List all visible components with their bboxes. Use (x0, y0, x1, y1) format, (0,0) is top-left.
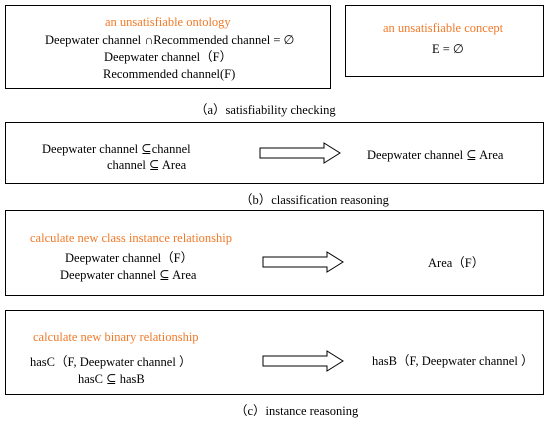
caption-satisfiability-checking: （a）satisfiability checking (195, 103, 336, 117)
ontology-assertion-deepwater: Deepwater channel（F） (104, 50, 233, 64)
ontology-title: an unsatisfiable ontology (105, 15, 231, 29)
caption-instance-reasoning: （c）instance reasoning (235, 404, 359, 418)
classification-conclusion: Deepwater channel ⊆ Area (367, 148, 504, 162)
unsatisfiable-concept-box (345, 5, 544, 77)
unsatisfiable-ontology-box (5, 5, 331, 89)
class-instance-arrow (262, 251, 344, 273)
binary-relationship-title: calculate new binary relationship (33, 330, 199, 344)
classification-premise-2: channel ⊆ Area (107, 158, 187, 172)
classification-premise-1: Deepwater channel ⊆channel (42, 142, 191, 156)
class-instance-conclusion: Area（F） (428, 256, 485, 270)
binary-relationship-box (5, 310, 544, 395)
classification-arrow (259, 142, 341, 164)
binary-relationship-premise-1: hasC（F, Deepwater channel ） (30, 355, 192, 369)
binary-relationship-premise-2: hasC ⊆ hasB (78, 372, 145, 386)
class-instance-premise-2: Deepwater channel ⊆ Area (60, 268, 197, 282)
concept-empty-statement: E = ∅ (432, 42, 464, 56)
ontology-axiom-disjoint: Deepwater channel ∩Recommended channel =… (45, 33, 295, 47)
ontology-assertion-recommended: Recommended channel(F) (103, 67, 236, 81)
concept-title: an unsatisfiable concept (383, 21, 504, 35)
class-instance-box (5, 210, 544, 296)
binary-relationship-conclusion: hasB（F, Deepwater channel ） (372, 354, 534, 368)
class-instance-title: calculate new class instance relationshi… (30, 231, 233, 245)
binary-relationship-arrow (262, 350, 344, 372)
caption-classification-reasoning: （b）classification reasoning (240, 193, 389, 207)
class-instance-premise-1: Deepwater channel（F） (65, 251, 194, 265)
